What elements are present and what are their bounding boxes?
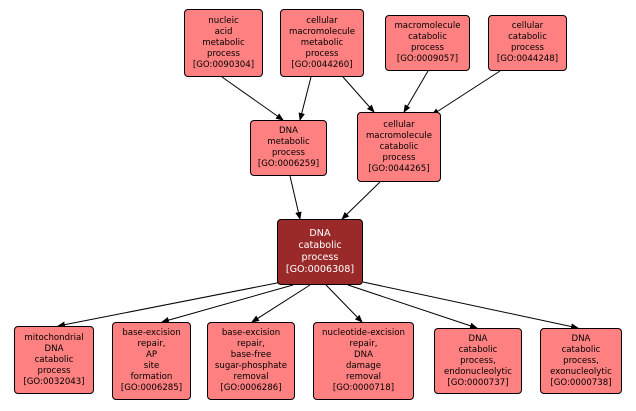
- edge-go0044260-to-go0044265: [342, 76, 375, 113]
- node-go0006259-label: DNA metabolic process [GO:0006259]: [257, 126, 320, 169]
- edge-go0006259-to-go0006308: [289, 175, 302, 220]
- node-go0000718-label: nucleotide-excision repair, DNA damage r…: [322, 328, 405, 393]
- node-go0006286[interactable]: base-excision repair, base-free sugar-ph…: [207, 322, 295, 400]
- edge-go0044265-to-go0006308: [341, 181, 381, 220]
- node-go0006308[interactable]: DNA catabolic process [GO:0006308]: [277, 219, 363, 285]
- node-go0032043-label: mitochondrial DNA catabolic process [GO:…: [23, 332, 85, 387]
- node-go0000738[interactable]: DNA catabolic process, exonucleolytic [G…: [540, 328, 622, 394]
- node-go0000718[interactable]: nucleotide-excision repair, DNA damage r…: [313, 322, 414, 400]
- node-go0000737[interactable]: DNA catabolic process, endonucleolytic […: [434, 328, 522, 394]
- node-go0090304[interactable]: nucleic acid metabolic process [GO:00903…: [184, 9, 263, 77]
- node-go0044260-label: cellular macromolecule metabolic process…: [288, 15, 356, 70]
- node-go0009057[interactable]: macromolecule catabolic process [GO:0009…: [385, 15, 470, 71]
- node-go0006308-label: DNA catabolic process [GO:0006308]: [285, 228, 355, 275]
- node-go0044260[interactable]: cellular macromolecule metabolic process…: [280, 9, 364, 77]
- node-go0006286-label: base-excision repair, base-free sugar-ph…: [214, 328, 288, 393]
- node-go0006259[interactable]: DNA metabolic process [GO:0006259]: [250, 120, 327, 176]
- edge-go0044260-to-go0006259: [298, 76, 312, 121]
- node-go0044265-label: cellular macromolecule catabolic process…: [365, 119, 433, 174]
- edge-go0009057-to-go0044265: [403, 70, 429, 113]
- edge-go0006308-to-go0006285: [161, 284, 294, 324]
- node-go0044248[interactable]: cellular catabolic process [GO:0044248]: [488, 15, 567, 71]
- node-go0006285[interactable]: base-excision repair, AP site formation …: [112, 322, 191, 400]
- edge-go0006308-to-go0000718: [325, 284, 363, 323]
- node-go0044265[interactable]: cellular macromolecule catabolic process…: [357, 112, 441, 182]
- node-go0044248-label: cellular catabolic process [GO:0044248]: [496, 21, 559, 64]
- node-go0032043[interactable]: mitochondrial DNA catabolic process [GO:…: [14, 326, 94, 394]
- node-go0000738-label: DNA catabolic process, exonucleolytic [G…: [550, 333, 612, 388]
- edge-go0006308-to-go0000738: [362, 281, 579, 330]
- edge-go0090304-to-go0006259: [221, 76, 284, 121]
- node-go0009057-label: macromolecule catabolic process [GO:0009…: [394, 21, 461, 64]
- edge-go0006308-to-go0006286: [251, 284, 311, 323]
- edge-go0006308-to-go0032043: [57, 281, 283, 328]
- node-go0006285-label: base-excision repair, AP site formation …: [120, 328, 183, 393]
- node-go0090304-label: nucleic acid metabolic process [GO:00903…: [192, 15, 255, 70]
- edge-go0044248-to-go0044265: [431, 70, 501, 116]
- node-go0000737-label: DNA catabolic process, endonucleolytic […: [444, 333, 512, 388]
- edge-go0006308-to-go0000737: [347, 284, 478, 329]
